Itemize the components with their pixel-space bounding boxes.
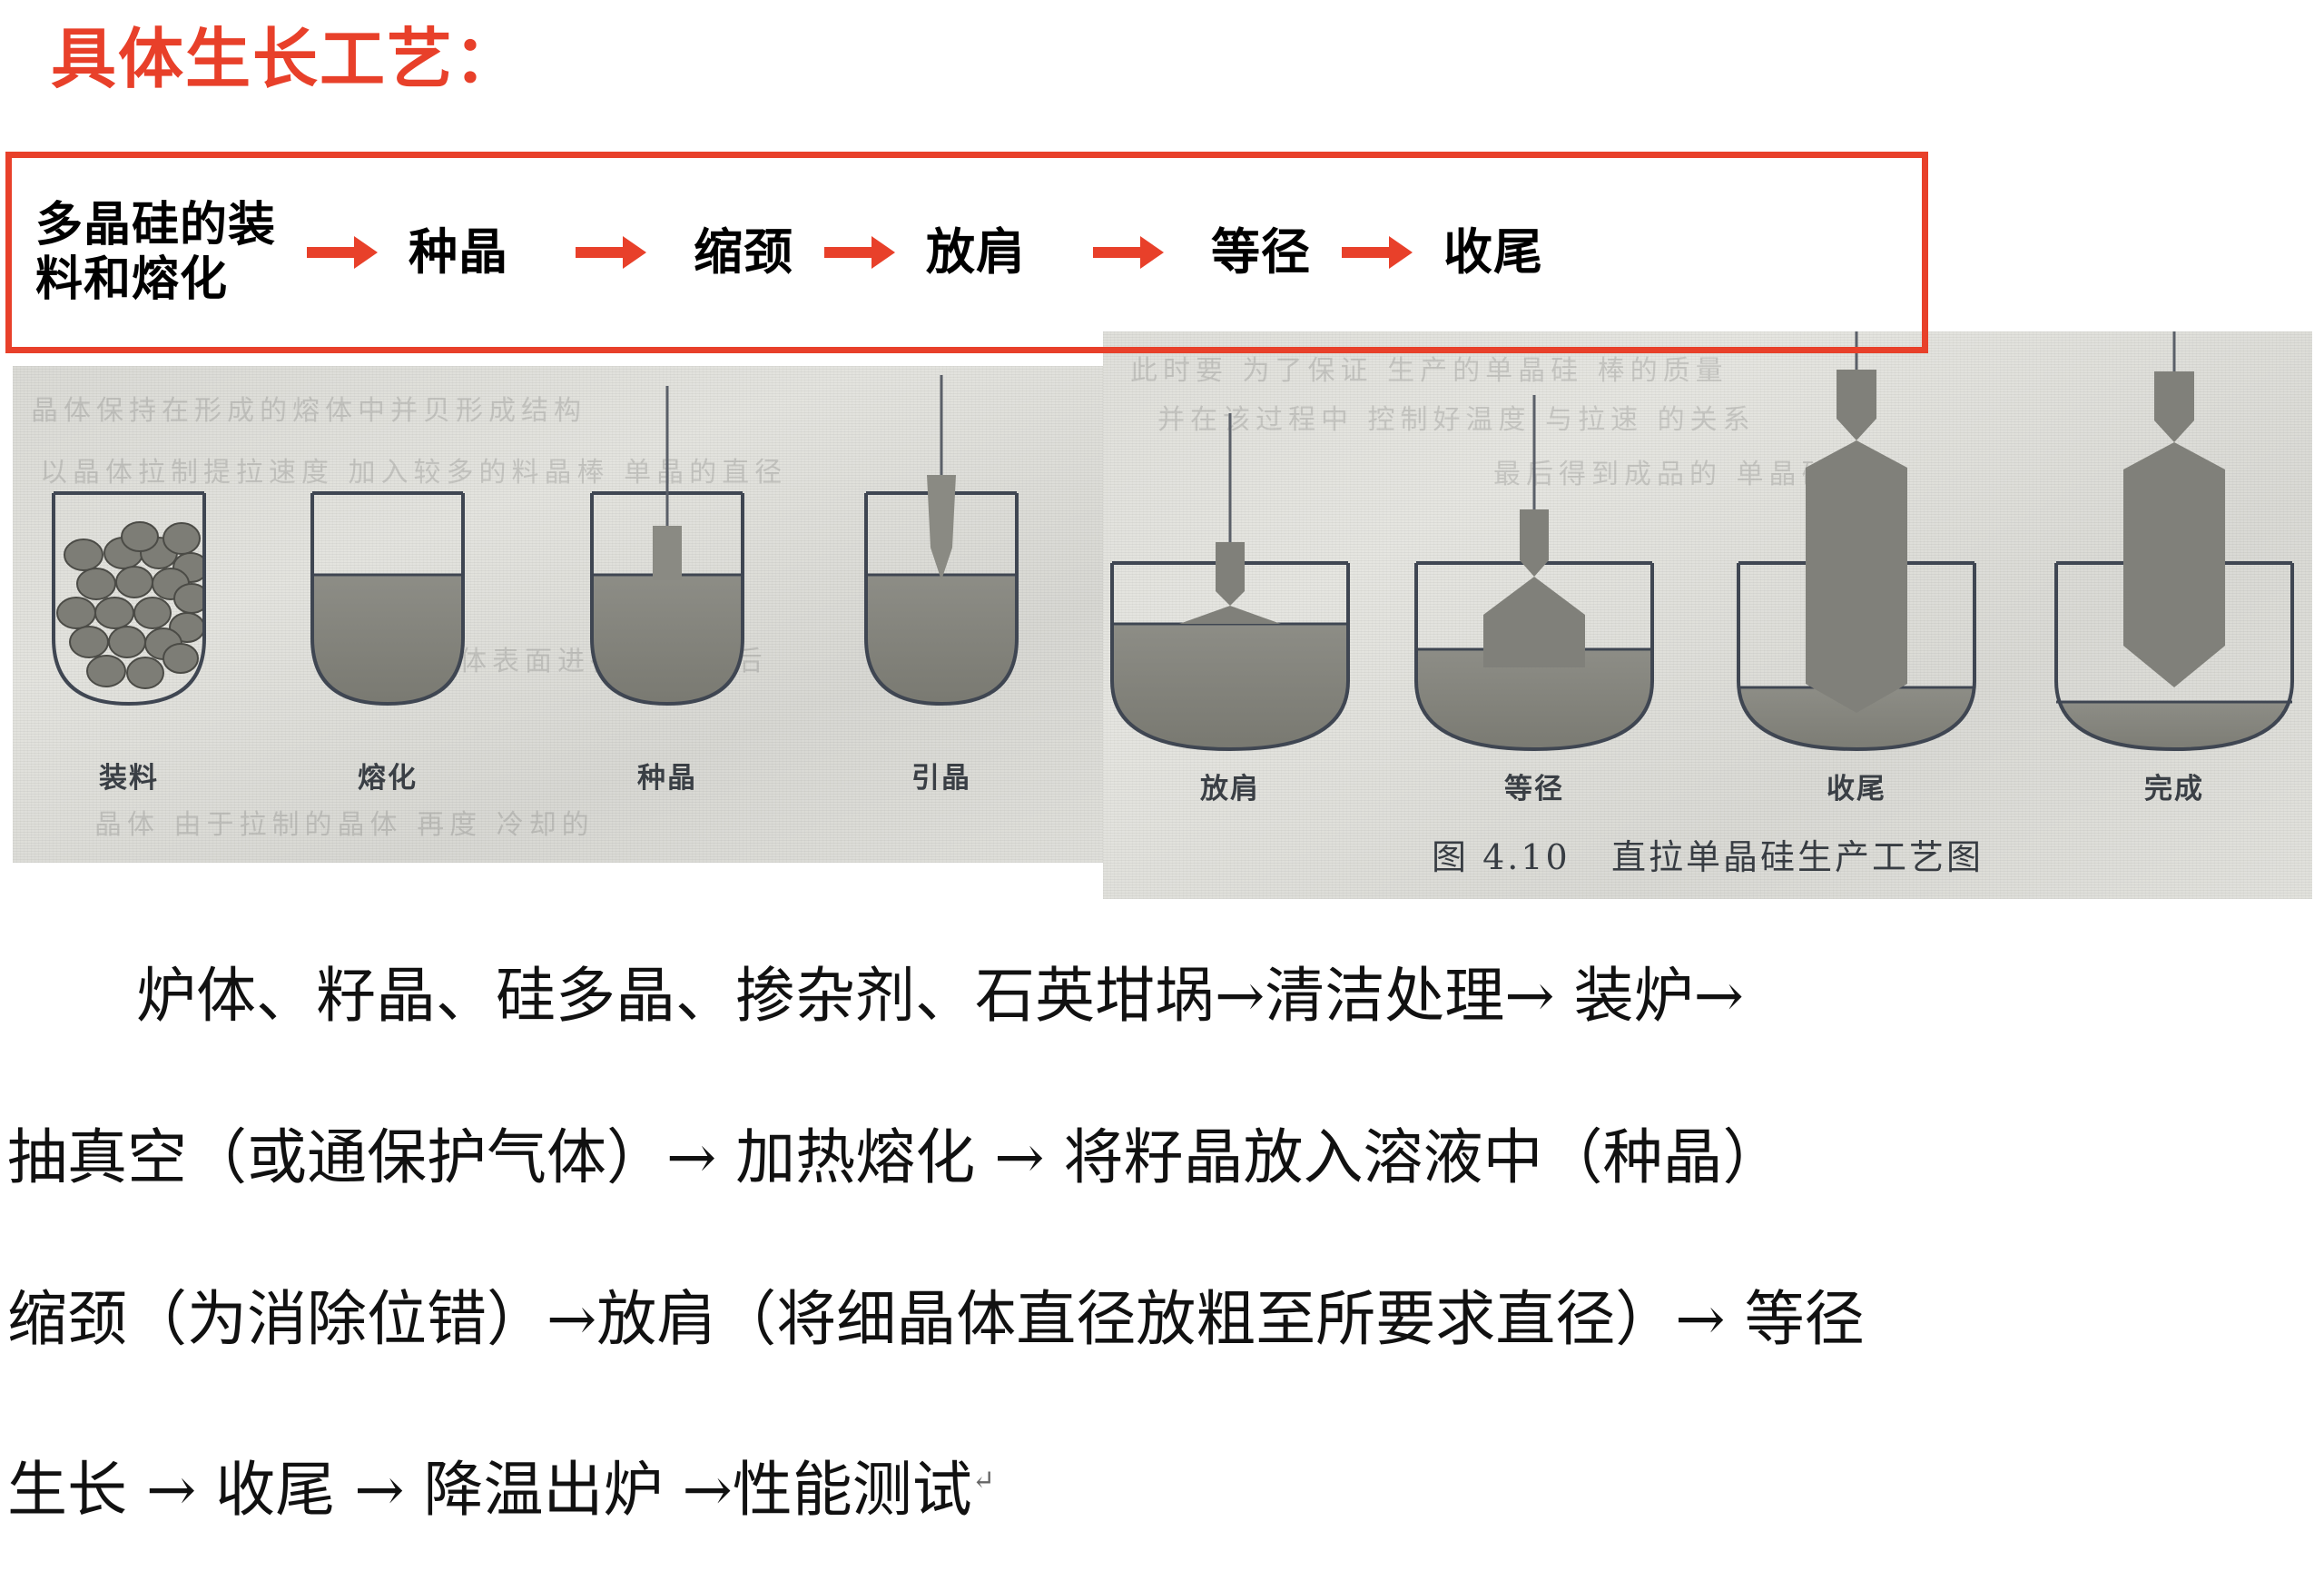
flow-step-1: 种晶 [409, 222, 509, 281]
neck-crystal-8 [2154, 371, 2194, 442]
arrow-shaft [1342, 247, 1393, 258]
crucible-outline-3 [590, 493, 744, 706]
crucible-outline-6 [1414, 563, 1654, 752]
ghost-scan-text: 并在该过程中 控制好温度 与拉速 的关系 [1157, 404, 1756, 436]
figure-left-label-0: 装料 [99, 762, 159, 795]
figure-right-label-0: 放肩 [1200, 773, 1260, 805]
figure-right-label-2: 收尾 [1827, 773, 1886, 805]
neck-crystal-5 [1216, 542, 1245, 606]
crucible-3-contents [592, 575, 743, 704]
flow-step-5: 收尾 [1443, 222, 1544, 281]
process-line-2: 抽真空（或通保护气体）→ 加热熔化 → 将籽晶放入溶液中（种晶） [7, 1122, 1783, 1192]
figure-caption: 图 4.10 直拉单晶硅生产工艺图 [1432, 837, 1984, 877]
ghost-scan-text: 晶体 由于拉制的晶体 再度 冷却的 [94, 809, 595, 841]
crucible-outline-4 [864, 493, 1019, 706]
crucible-outline-2 [310, 493, 465, 706]
seed-crystal-4 [927, 475, 956, 580]
process-line-3: 缩颈（为消除位错）→放肩（将细晶体直径放粗至所要求直径）→ 等径 [7, 1284, 1865, 1354]
figure-image-right: 此时要 为了保证 生产的单晶硅 棒的质量 并在该过程中 控制好温度 与拉速 的关… [1103, 331, 2312, 899]
ingot-crystal-7 [1806, 440, 1907, 713]
seed-crystal-3 [653, 526, 682, 580]
crucible-4-contents [866, 575, 1017, 704]
process-text-block: 炉体、籽晶、硅多晶、掺杂剂、石英坩埚→清洁处理→ 装炉→ 抽真空（或通保护气体）… [0, 915, 2324, 1562]
process-flow-row: 多晶硅的装 料和熔化 种晶 缩颈 放肩 等径 [12, 158, 1922, 347]
flow-step-4: 等径 [1211, 222, 1312, 281]
process-line-4-text: 生长 → 收尾 → 降温出炉 →性能测试 [7, 1455, 972, 1525]
arrow-shaft [307, 247, 359, 258]
right-arrow-icon [1342, 234, 1413, 271]
ghost-scan-text: 此时要 为了保证 生产的单晶硅 棒的质量 [1130, 355, 1728, 387]
flow-step-2: 缩颈 [694, 222, 794, 281]
right-arrow-icon [1093, 234, 1165, 271]
crucible-outline-7 [1737, 563, 1976, 752]
crucible-outline-1 [52, 493, 206, 706]
shoulder-crystal-5 [1179, 606, 1281, 624]
arrow-head [1389, 236, 1413, 269]
process-line-4: 生长 → 收尾 → 降温出炉 →性能测试↵ [0, 1400, 2324, 1562]
page-title: 具体生长工艺： [51, 21, 522, 97]
figure-image-left: 晶体保持在形成的熔体中并贝形成结构 以晶体拉制提拉速度 加入较多的料晶棒 单晶的… [13, 366, 1126, 863]
process-flow-box: 多晶硅的装 料和熔化 种晶 缩颈 放肩 等径 [5, 152, 1928, 353]
body-crystal-6 [1483, 577, 1585, 667]
figure-left-label-3: 引晶 [911, 762, 971, 795]
flow-step-3: 放肩 [926, 222, 1027, 281]
crucible-outline-8 [2054, 563, 2294, 752]
crucible-diagram-left [52, 375, 1019, 706]
ghost-scan-text: 最后得到成品的 单晶硅棒 [1493, 459, 1867, 490]
arrow-shaft [824, 247, 876, 258]
neck-crystal-7 [1837, 370, 1876, 440]
arrow-shaft [576, 247, 627, 258]
figure-left-label-2: 种晶 [637, 762, 697, 795]
paragraph-return-mark: ↵ [971, 1465, 995, 1497]
right-arrow-icon [576, 234, 647, 271]
neck-crystal-6 [1520, 509, 1549, 577]
figure-right-label-1: 等径 [1504, 773, 1564, 805]
arrow-shaft [1093, 247, 1145, 258]
crucible-outline-5 [1110, 563, 1350, 752]
ingot-crystal-8 [2123, 442, 2225, 687]
crucible-diagram-right [1110, 331, 2294, 752]
arrow-head [354, 236, 379, 269]
arrow-head [1140, 236, 1165, 269]
process-line-1: 炉体、籽晶、硅多晶、掺杂剂、石英坩埚→清洁处理→ 装炉→ [136, 961, 1744, 1031]
right-arrow-icon [824, 234, 896, 271]
crucible-1-contents [56, 521, 204, 689]
crucible-5-contents [1112, 624, 1348, 749]
flow-step-0: 多晶硅的装 料和熔化 [35, 197, 277, 307]
ghost-scan-text: 晶体保持在形成的熔体中并贝形成结构 [31, 395, 586, 427]
arrow-head [872, 236, 896, 269]
arrow-head [623, 236, 647, 269]
crucible-2-contents [312, 575, 463, 704]
figure-right-label-3: 完成 [2144, 773, 2204, 805]
ghost-scan-text: 以晶体拉制提拉速度 加入较多的料晶棒 单晶的直径 [40, 457, 788, 489]
right-arrow-icon [307, 234, 379, 271]
figure-left-label-1: 熔化 [358, 762, 418, 795]
